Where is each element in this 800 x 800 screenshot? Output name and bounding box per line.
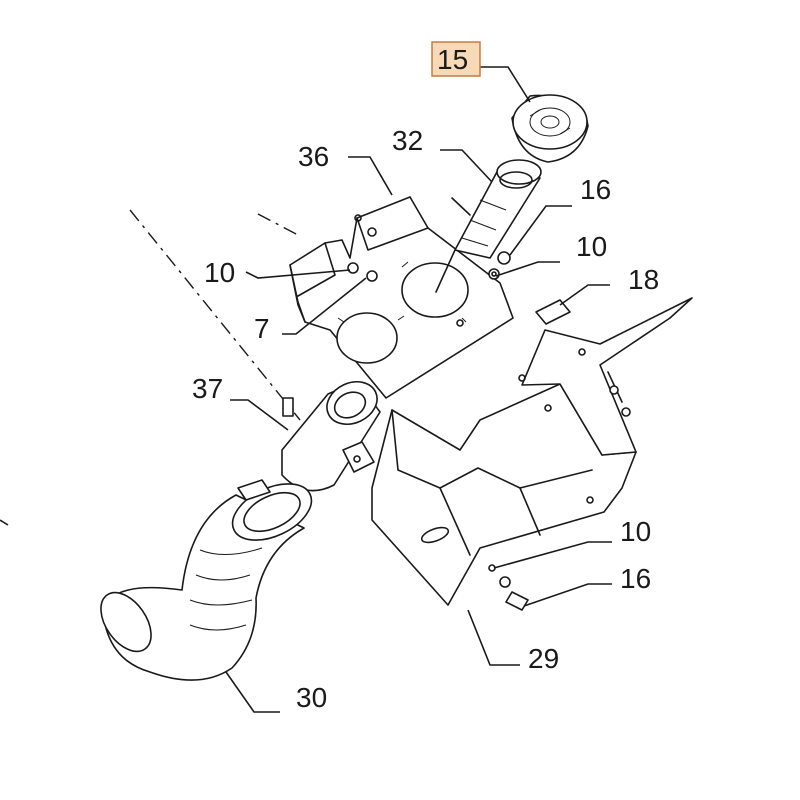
- leader-16-bottom: [523, 583, 612, 607]
- leader-10-top-right: [495, 261, 560, 277]
- leader-32: [440, 149, 493, 183]
- callout-37[interactable]: 37: [192, 373, 223, 404]
- callouts: 15 32 36 16 10 10 18 7 37 10 16 29 30: [192, 41, 659, 713]
- callout-16-bottom[interactable]: 16: [620, 563, 651, 594]
- leader-lines: [225, 66, 612, 713]
- edge-mark: [0, 519, 9, 526]
- leader-30: [225, 671, 280, 713]
- fastener-10-left: [347, 262, 378, 282]
- leader-7: [282, 277, 367, 335]
- callout-36[interactable]: 36: [298, 141, 329, 172]
- leader-36: [348, 156, 393, 196]
- leader-29: [467, 609, 520, 666]
- fastener-16-bottom: [488, 564, 529, 611]
- leader-10-bottom: [493, 541, 612, 569]
- callout-29[interactable]: 29: [528, 643, 559, 674]
- leader-15: [480, 66, 531, 103]
- part-18-plate: [518, 297, 693, 456]
- part-36-bracket: [289, 196, 514, 399]
- callout-10-top-right[interactable]: 10: [576, 231, 607, 262]
- part-30-hose: [100, 479, 313, 681]
- part-32-neck: [435, 159, 542, 293]
- leader-16-top: [509, 205, 572, 256]
- part-37-duct: [281, 381, 381, 492]
- callout-15[interactable]: 15: [437, 44, 468, 75]
- callout-18[interactable]: 18: [628, 264, 659, 295]
- callout-16-top[interactable]: 16: [580, 174, 611, 205]
- leader-10-left: [245, 269, 351, 279]
- center-line-upper: [257, 213, 301, 237]
- callout-30[interactable]: 30: [296, 682, 327, 713]
- callout-15-highlight-box: [431, 41, 481, 77]
- center-line-left: [129, 209, 301, 421]
- cap-top: [512, 94, 588, 150]
- callout-10-left[interactable]: 10: [204, 257, 235, 288]
- fastener-16-top: [488, 251, 511, 280]
- callout-10-bottom[interactable]: 10: [620, 516, 651, 547]
- leader-18: [559, 284, 610, 306]
- leader-37: [230, 399, 289, 431]
- callout-7[interactable]: 7: [254, 313, 270, 344]
- part-15-filler-cap: [511, 94, 589, 163]
- callout-32[interactable]: 32: [392, 125, 423, 156]
